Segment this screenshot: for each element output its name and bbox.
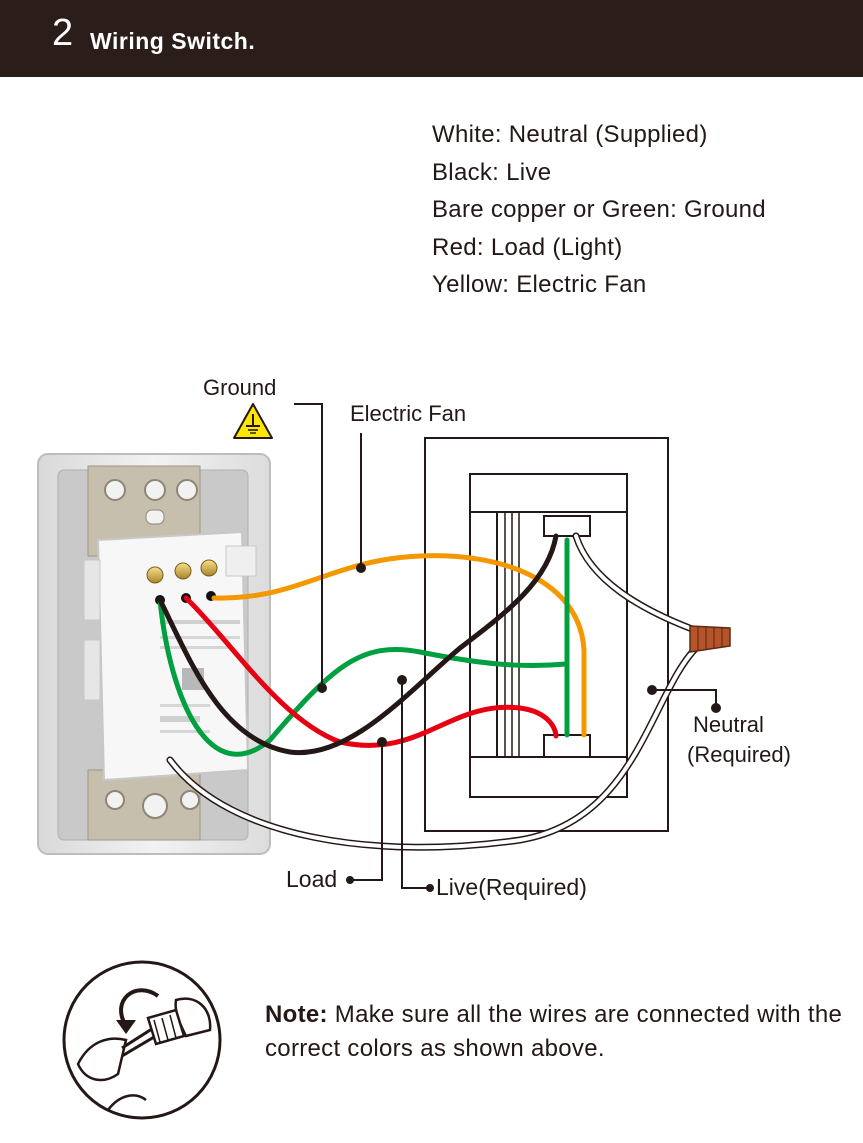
ground-warning-icon [233, 403, 273, 439]
step-number: 2 [52, 12, 74, 54]
load-wire [183, 595, 559, 748]
header-bar: 2 Wiring Switch. [0, 0, 863, 77]
note-body: Make sure all the wires are connected wi… [265, 1001, 843, 1062]
twist-wire-nut-illustration [62, 960, 222, 1120]
legend-item-fan: Yellow: Electric Fan [432, 271, 647, 298]
fixture-box [424, 437, 669, 832]
note-prefix: Note: [265, 1001, 328, 1028]
label-neutral-line2: (Required) [687, 742, 791, 767]
ground-leader [294, 403, 323, 688]
legend-item-load: Red: Load (Light) [432, 233, 623, 261]
legend-item-neutral: White: Neutral (Supplied) [432, 121, 708, 148]
label-live: Live(Required) [436, 874, 587, 900]
leader-lines [294, 403, 721, 892]
label-load: Load [286, 866, 337, 892]
neutral-wire-box [572, 532, 704, 636]
neutral-leader [652, 689, 717, 708]
note-text: Note: Make sure all the wires are connec… [265, 998, 845, 1066]
ground-wire [157, 597, 569, 757]
live-leader [401, 680, 430, 889]
step-title: Wiring Switch. [90, 28, 256, 54]
legend-item-live: Black: Live [432, 158, 552, 186]
load-leader [350, 742, 383, 881]
legend-item-ground: Bare copper or Green: Ground [432, 196, 766, 223]
label-neutral-line1: Neutral [693, 712, 764, 737]
wire-nut [689, 625, 731, 653]
wire-color-legend: White: Neutral (Supplied) Black: Live Ba… [432, 116, 766, 304]
wires [157, 532, 704, 851]
label-electric-fan: Electric Fan [350, 401, 466, 426]
label-ground: Ground [203, 375, 276, 400]
live-wire [157, 533, 559, 756]
